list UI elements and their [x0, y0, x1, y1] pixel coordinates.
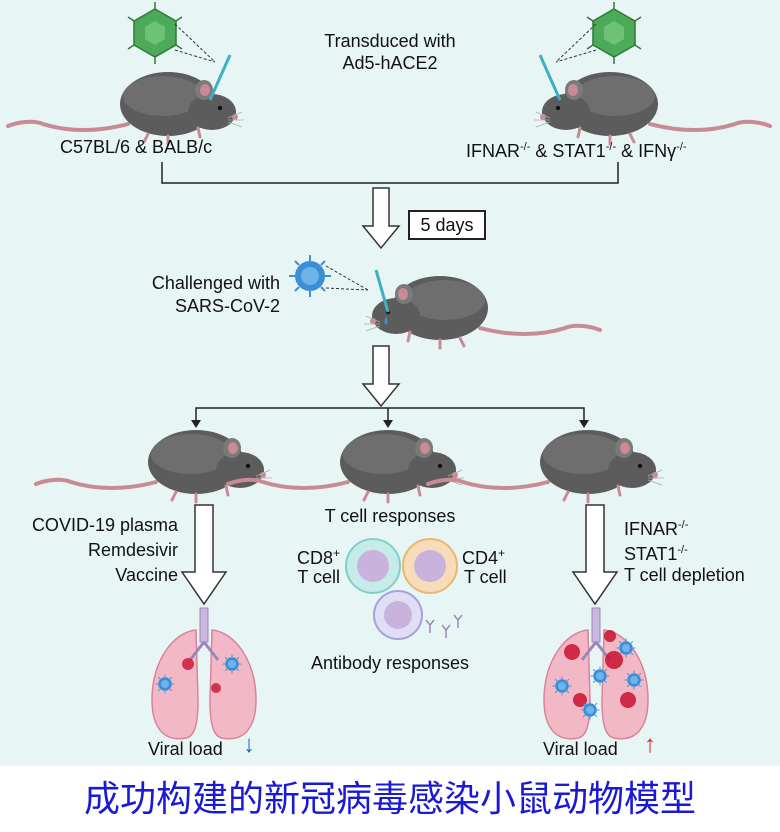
syringe-challenge-icon	[374, 269, 390, 313]
strain-ifnar-sup: -/-	[520, 141, 531, 153]
flow-arrow-1	[362, 187, 400, 249]
zoom-lines-left	[174, 23, 216, 63]
split-arrowhead-left	[191, 420, 201, 428]
figure-caption: 成功构建的新冠病毒感染小鼠动物模型	[83, 779, 696, 820]
cd4-text: CD4	[462, 548, 499, 568]
lung-left	[150, 606, 258, 741]
strain-ifnar: IFNAR	[466, 141, 520, 161]
condition-stat1: STAT1-/-	[624, 539, 688, 565]
split-arrowhead-right	[579, 420, 589, 428]
cd8-label: CD8+	[270, 542, 340, 569]
antibody-icon	[425, 614, 463, 638]
b-cell-icon	[373, 590, 423, 640]
challenge-label-1: Challenged with	[151, 273, 280, 293]
cd8-t-cell-icon	[345, 538, 401, 594]
strain-left-label: C57BL/6 & BALB/c	[60, 137, 213, 157]
treatment-2: Remdesivir	[87, 540, 178, 560]
condition-stat1-text: STAT1	[624, 544, 678, 564]
increase-arrow-icon: ↑	[644, 731, 656, 758]
diagram-graphics	[6, 1, 772, 741]
cd8-text: CD8	[296, 548, 333, 568]
antibody-responses-label: Antibody responses	[310, 653, 470, 673]
interval-box: 5 days	[408, 210, 486, 240]
condition-t-cell-depletion: T cell depletion	[624, 565, 745, 585]
condition-ifnar-text: IFNAR	[624, 519, 678, 539]
condition-stat1-sup: -/-	[677, 544, 688, 556]
adenovirus-right-icon	[586, 1, 642, 65]
cd8-sup: +	[332, 546, 340, 560]
viral-load-right-label: Viral load	[543, 739, 618, 759]
zoom-lines-challenge	[325, 265, 369, 291]
cd4-t-cell-label: T cell	[464, 567, 507, 587]
condition-ifnar: IFNAR-/-	[624, 514, 688, 540]
mouse-top-right	[532, 70, 772, 146]
lung-right	[542, 606, 650, 741]
arrow-left-branch	[180, 504, 228, 606]
mouse-branch-left	[34, 428, 274, 504]
strain-ifng-sup: -/-	[676, 141, 687, 153]
strain-stat1-sup: -/-	[605, 141, 617, 153]
strain-ifng: & IFNγ	[616, 141, 677, 161]
syringe-left-icon	[208, 54, 232, 101]
zoom-lines-right	[555, 23, 597, 63]
treatment-3: Vaccine	[115, 565, 178, 585]
treatment-1: COVID-19 plasma	[31, 515, 178, 535]
viral-load-left-label: Viral load	[148, 739, 223, 759]
cd4-label: CD4+	[462, 542, 505, 569]
condition-ifnar-sup: -/-	[678, 519, 689, 531]
mouse-top-left	[6, 70, 246, 146]
merge-bracket	[161, 162, 619, 184]
split-arrowhead-middle	[383, 420, 393, 428]
syringe-right-icon	[538, 54, 562, 101]
strain-stat1: & STAT1	[530, 141, 606, 161]
challenge-label-2: SARS-CoV-2	[174, 296, 280, 316]
sars-cov-2-icon	[288, 254, 332, 298]
t-cell-responses-title: T cell responses	[324, 506, 456, 526]
mouse-branch-right	[426, 428, 666, 504]
decrease-arrow-icon: ↓	[243, 731, 255, 758]
mouse-branch-middle	[226, 428, 466, 504]
droplet-icon	[384, 316, 388, 325]
cd4-t-cell-icon	[402, 538, 458, 594]
arrow-right-branch	[571, 504, 619, 606]
mouse-challenged	[362, 274, 602, 350]
flow-arrow-2	[362, 345, 400, 407]
transduction-label-1: Transduced with	[324, 31, 456, 51]
cd8-t-cell-label: T cell	[297, 567, 340, 587]
strain-right-label: IFNAR-/- & STAT1-/- & IFNγ-/-	[466, 136, 687, 162]
cd4-sup: +	[498, 546, 506, 560]
transduction-label-2: Ad5-hACE2	[342, 53, 438, 73]
adenovirus-left-icon	[127, 1, 183, 65]
